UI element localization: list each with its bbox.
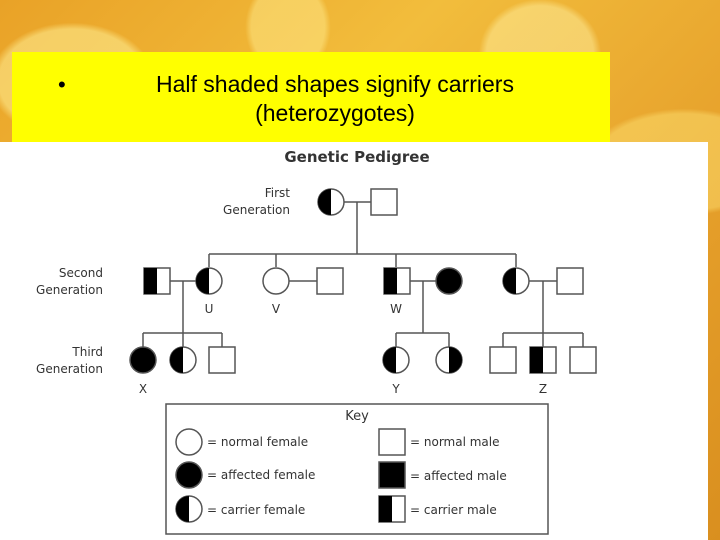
key-normal-male-symbol <box>378 428 406 456</box>
gen2-carrier-female-u <box>195 267 223 295</box>
key-box <box>165 403 549 535</box>
key-normal-male-label: = normal male <box>410 435 500 449</box>
label-u: U <box>205 302 214 316</box>
key-normal-female-symbol <box>175 428 203 456</box>
bullet-text: Half shaded shapes signify carriers (het… <box>156 71 514 126</box>
gen1-label-line2: Generation <box>223 203 290 217</box>
gen3-normal-male <box>208 346 236 374</box>
gen2-affected-female <box>435 267 463 295</box>
gen1-carrier-female <box>317 188 345 216</box>
key-affected-female-label: = affected female <box>207 468 315 482</box>
gen3-affected-female-x <box>129 346 157 374</box>
key-title: Key <box>345 409 369 424</box>
pedigree-lines <box>142 201 584 347</box>
gen2-label-line1: Second <box>59 266 103 280</box>
gen2-label-line2: Generation <box>36 283 103 297</box>
bullet-point: • <box>58 72 66 97</box>
key-carrier-male-symbol <box>378 495 406 523</box>
gen3-normal-male-3 <box>569 346 597 374</box>
label-w: W <box>390 302 402 316</box>
gen2-carrier-male-w <box>383 267 411 295</box>
gen1-label-line1: First <box>265 186 291 200</box>
label-v: V <box>272 302 281 316</box>
key-carrier-female-symbol <box>175 495 203 523</box>
gen2-normal-male-2 <box>556 267 584 295</box>
gen2-carrier-male <box>143 267 171 295</box>
key-carrier-female-label: = carrier female <box>207 503 305 517</box>
bullet-highlight-box: • Half shaded shapes signify carriers (h… <box>12 52 610 142</box>
pedigree-diagram: Genetic Pedigree First Generation Second… <box>0 142 708 540</box>
diagram-title: Genetic Pedigree <box>284 148 429 166</box>
gen1-normal-male <box>370 188 398 216</box>
key-normal-female-label: = normal female <box>207 435 308 449</box>
key-affected-male-label: = affected male <box>410 469 507 483</box>
gen3-carrier-female-y <box>382 346 410 374</box>
gen3-label-line2: Generation <box>36 362 103 376</box>
gen2-normal-male <box>316 267 344 295</box>
gen3-carrier-female-2 <box>435 346 463 374</box>
gen3-carrier-female <box>169 346 197 374</box>
key-carrier-male-label: = carrier male <box>410 503 497 517</box>
label-y: Y <box>391 382 400 396</box>
label-x: X <box>139 382 147 396</box>
key-affected-male-symbol <box>378 461 406 489</box>
gen2-carrier-female <box>502 267 530 295</box>
label-z: Z <box>539 382 547 396</box>
gen3-carrier-male-z <box>529 346 557 374</box>
gen2-normal-female-v <box>262 267 290 295</box>
gen3-normal-male-2 <box>489 346 517 374</box>
pedigree-svg: Genetic Pedigree First Generation Second… <box>36 148 597 535</box>
key-affected-female-symbol <box>175 461 203 489</box>
gen3-label-line1: Third <box>71 345 103 359</box>
